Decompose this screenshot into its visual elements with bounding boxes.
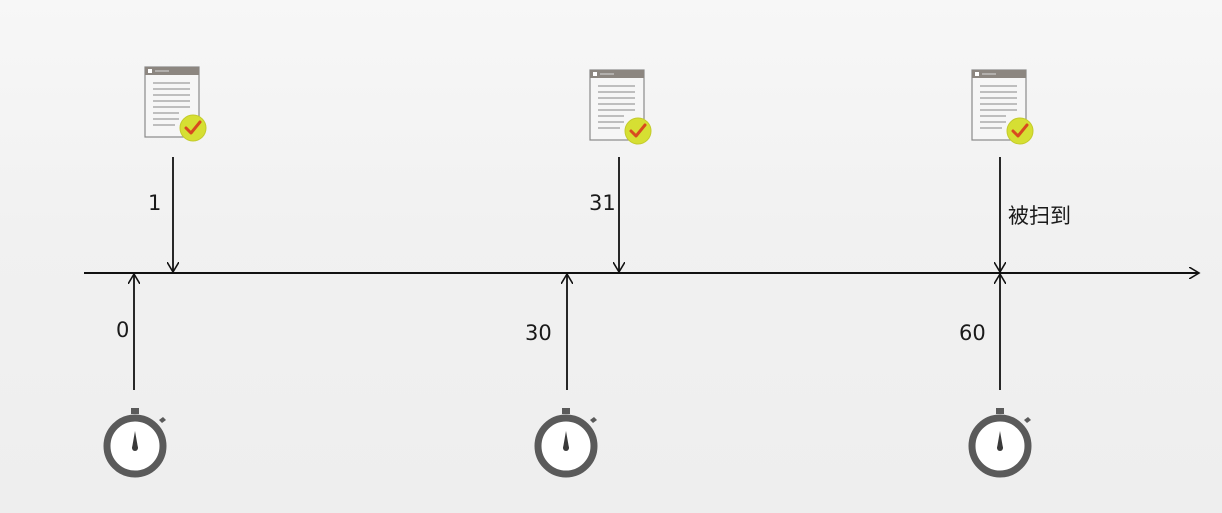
stopwatch-icon: [972, 408, 1031, 474]
stopwatch-icon: [538, 408, 597, 474]
upper-label: 被扫到: [1008, 204, 1071, 228]
document-check-icon: [588, 68, 653, 146]
lower-label: 30: [525, 321, 552, 345]
upper-label: 1: [148, 191, 162, 215]
document-check-icon: [143, 65, 208, 143]
lower-label: 0: [116, 318, 130, 342]
document-check-icon: [970, 68, 1035, 146]
stopwatch-icon: [107, 408, 166, 474]
lower-label: 60: [959, 321, 986, 345]
upper-label: 31: [589, 191, 616, 215]
